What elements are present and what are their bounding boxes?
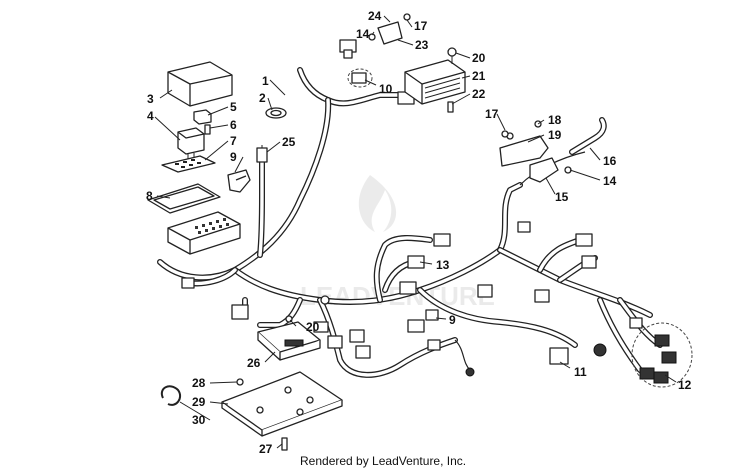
callout-5: 5 [230, 100, 237, 114]
bolt [447, 47, 457, 57]
main-harness [157, 67, 663, 378]
ecu-module [257, 321, 321, 361]
watermark-logo: LEADVENTURE [300, 175, 495, 311]
callout-12: 12 [678, 378, 692, 392]
callout-13: 13 [436, 258, 450, 272]
callout-16: 16 [603, 154, 617, 168]
relay [177, 127, 205, 160]
injector-connectors [631, 322, 693, 388]
callout-14b: 14 [603, 174, 617, 188]
callout-26: 26 [247, 356, 261, 370]
callout-14: 14 [356, 27, 370, 41]
callout-25: 25 [282, 135, 296, 149]
callout-19: 19 [548, 128, 562, 142]
callout-6: 6 [230, 118, 237, 132]
callout-15: 15 [555, 190, 569, 204]
callout-30: 30 [192, 413, 206, 427]
ground-wire [454, 339, 471, 371]
connector [227, 169, 251, 193]
temperature-sensor [256, 145, 268, 163]
bracket [368, 13, 411, 45]
callout-22: 22 [472, 87, 486, 101]
fuse-strip [161, 155, 216, 173]
bolt [501, 130, 509, 138]
callout-9: 9 [230, 150, 237, 164]
callout-9b: 9 [449, 313, 456, 327]
hose-clamp [160, 385, 182, 406]
callout-8: 8 [146, 189, 153, 203]
callout-18: 18 [548, 113, 562, 127]
callout-28: 28 [192, 376, 206, 390]
fuse-box-cover [167, 61, 233, 107]
callout-10: 10 [379, 82, 393, 96]
callout-7: 7 [230, 134, 237, 148]
callout-4: 4 [147, 109, 154, 123]
callout-20: 20 [472, 51, 486, 65]
screw [281, 437, 288, 451]
callout-labels: 1 2 3 4 5 6 7 8 9 9 10 11 12 13 14 14 15… [146, 9, 692, 456]
callout-21: 21 [472, 69, 486, 83]
nut [236, 378, 244, 386]
plug [593, 343, 607, 357]
screw [447, 101, 454, 113]
fuse [204, 124, 211, 135]
render-credit: Rendered by LeadVenture, Inc. [300, 454, 466, 468]
voltage-regulator [404, 59, 466, 105]
mini-relay [193, 109, 212, 125]
callout-17: 17 [414, 19, 428, 33]
callout-24: 24 [368, 9, 382, 23]
callout-1: 1 [262, 74, 269, 88]
callout-20b: 20 [306, 320, 320, 334]
callout-29: 29 [192, 395, 206, 409]
callout-17b: 17 [485, 107, 499, 121]
sensor-bracket [499, 120, 559, 183]
connector-cluster [181, 221, 643, 359]
mounting-plate [221, 371, 343, 437]
callout-27: 27 [259, 442, 273, 456]
connector-group [347, 68, 373, 88]
callout-2: 2 [259, 91, 266, 105]
connector [549, 347, 569, 365]
connector [351, 72, 367, 84]
ground-terminal [465, 367, 475, 377]
fuse-block [167, 211, 241, 255]
callout-11: 11 [574, 365, 587, 379]
ring-terminal [320, 295, 330, 305]
callout-3: 3 [147, 92, 154, 106]
callout-23: 23 [415, 38, 429, 52]
leader-lines [154, 15, 677, 449]
